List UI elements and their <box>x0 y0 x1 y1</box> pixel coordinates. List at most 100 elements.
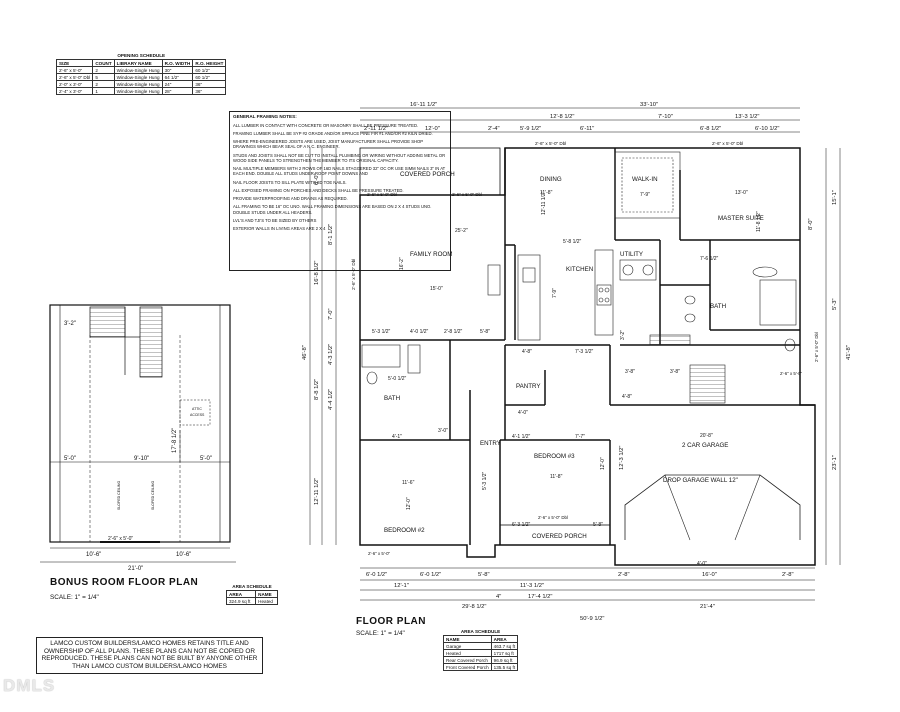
bonus-dim: 10'-6" <box>176 552 191 558</box>
room-label: BATH <box>384 395 400 402</box>
dim: 4'-0 1/2" <box>410 329 429 335</box>
dim: 13'-3 1/2" <box>735 114 759 120</box>
dim: 46'-8" <box>302 345 308 360</box>
cell: Garage <box>443 642 492 650</box>
framing-note: NAIL FLOOR JOISTS TO SILL PLATE WITH 8d … <box>233 179 347 185</box>
col-name: NAME <box>255 590 278 598</box>
bonus-room-title: BONUS ROOM FLOOR PLAN <box>50 577 199 588</box>
bonus-dim: 17'-8 1/2" <box>172 428 178 453</box>
dim: 6'-11" <box>580 126 594 132</box>
room-label: MASTER SUITE <box>718 215 764 222</box>
cell: Front Covered Porch <box>443 663 492 671</box>
area-schedule: AREA SCHEDULE NAME AREA Garage 463.7 sq … <box>443 628 519 671</box>
cell: 463.7 sq ft <box>490 642 519 650</box>
opening-schedule-title: OPENING SCHEDULE <box>117 53 166 58</box>
bonus-area-table: AREA SCHEDULE AREA NAME 324.9 sq ft Heat… <box>225 583 278 605</box>
mls-watermark: DMLS <box>3 676 56 695</box>
kitchen-counter <box>594 249 614 336</box>
dim: 5'-9 1/2" <box>520 126 541 132</box>
floor-plan-dimensions: 16'-11 1/2" 33'-10" 12'-8 1/2" 7'-10" 13… <box>302 102 852 622</box>
bonus-dim: 5'-0" <box>64 456 76 462</box>
area-schedule-table: AREA SCHEDULE NAME AREA Garage 463.7 sq … <box>443 628 519 671</box>
cell: Heated <box>443 649 492 657</box>
framing-notes-title: GENERAL FRAMING NOTES: <box>233 114 297 119</box>
dim: 33'-10" <box>640 102 658 108</box>
room-label: DROP GARAGE WALL 12" <box>663 477 738 484</box>
garage-stairs <box>689 364 726 404</box>
dim: 15'-0" <box>430 286 443 292</box>
dim: 16'-0" <box>702 572 717 578</box>
range <box>596 284 612 306</box>
window-label: 2'-6" x 5'-0" Dbl <box>814 332 819 362</box>
dim: 25'-2" <box>455 228 468 234</box>
room-label: 2 CAR GARAGE <box>682 442 728 449</box>
interior-dimensions: 25'-2" 15'-0" 16'-2" 11'-8" 13'-0" 12'-1… <box>372 190 762 567</box>
master-shower <box>759 279 797 326</box>
cell: Window-Single Hung <box>113 87 163 95</box>
bonus-dim: 10'-6" <box>86 552 101 558</box>
cell: 324.9 sq ft <box>225 597 257 605</box>
room-label: KITCHEN <box>566 266 593 273</box>
dim: 29'-8 1/2" <box>462 604 486 610</box>
cell: 36" <box>192 87 227 95</box>
dim: 4'-1 1/2" <box>512 434 531 440</box>
dim: 23'-1" <box>832 455 838 470</box>
back-porch <box>359 147 501 196</box>
bonus-window: 2'-6" x 5'-0" <box>108 536 133 542</box>
cell: 135.5 sq ft <box>490 663 519 671</box>
dim: 5'-8 1/2" <box>563 239 582 245</box>
window-label: 2'-6" x 5'-0" Dbl <box>367 192 397 197</box>
framing-note: WHERE PRE-ENGINEERED JOISTS ARE USED, JO… <box>233 139 424 150</box>
cell: 1717 sq ft <box>490 649 519 657</box>
ownership-disclaimer: LAMCO CUSTOM BUILDERS/LAMCO HOMES RETAIN… <box>36 637 263 674</box>
dim: 11'-8 1/2" <box>756 211 762 232</box>
floor-plan-walls <box>359 147 816 566</box>
dim: 6'-0" <box>314 173 320 185</box>
table-row: Front Covered Porch 135.5 sq ft <box>443 663 519 671</box>
dim: 5'-8" <box>593 522 603 528</box>
dim: 8'-0" <box>808 218 814 230</box>
cell: 96.9 sq ft <box>490 656 519 664</box>
dim: 20'-8" <box>700 433 713 439</box>
bonus-room-plan <box>40 304 236 563</box>
dim: 6'-0 1/2" <box>366 572 387 578</box>
table-row: 2'-0" x 3'-0" 2 Window-Single Hung 24" 3… <box>55 80 227 88</box>
dim: 12'-11 1/2" <box>541 191 547 215</box>
dim: 11'-8" <box>550 474 563 480</box>
room-label: PANTRY <box>516 383 541 390</box>
dim: 2'-8 1/2" <box>444 329 463 335</box>
dim: 2'-8" <box>618 572 630 578</box>
walk-in-closet <box>614 151 681 219</box>
dim: 15'-1" <box>832 190 838 205</box>
dim: 6'-8 1/2" <box>700 126 721 132</box>
bonus-label: ATTIC <box>192 407 202 411</box>
dim: 16'-8 1/2" <box>314 261 320 285</box>
dim: 41'-8" <box>846 345 852 360</box>
cell: Heated <box>255 597 278 605</box>
dim: 6'-0 1/2" <box>420 572 441 578</box>
dim: 16'-2" <box>399 257 405 270</box>
floor-plan-scale: SCALE: 1" = 1/4" <box>356 630 405 637</box>
dim: 2'-4" <box>488 126 500 132</box>
table-row: Garage 463.7 sq ft <box>443 642 519 650</box>
room-label: DINING <box>540 176 562 183</box>
dim: 8'-1 1/2" <box>328 224 334 245</box>
room-label: BATH <box>710 303 726 310</box>
col-area: AREA <box>490 635 519 643</box>
utility-appliances <box>619 259 657 281</box>
dim: 5'-3" <box>832 298 838 310</box>
framing-note: EXTERIOR WALLS IN LIVING AREAS ARE 2 X 4 <box>233 226 326 231</box>
floor-plan-dimension-lines <box>309 107 841 601</box>
dim: 7'-9" <box>640 192 650 198</box>
room-label: COVERED PORCH <box>400 171 455 178</box>
dim: 4'-0" <box>697 561 707 567</box>
dim: 16'-11 1/2" <box>410 102 437 108</box>
cell: 1 <box>92 87 115 95</box>
dim: 12'-8 1/2" <box>550 114 574 120</box>
dim: 4'-8" <box>522 349 532 355</box>
dim: 11'-6" <box>402 480 415 486</box>
dim: 7'-9" <box>552 288 558 298</box>
stairs <box>139 306 163 378</box>
window-labels: 2'-6" x 5'-0" Dbl 2'-6" x 5'-0" Dbl 2'-6… <box>367 192 819 556</box>
dim: 12'-3 1/2" <box>619 446 625 470</box>
